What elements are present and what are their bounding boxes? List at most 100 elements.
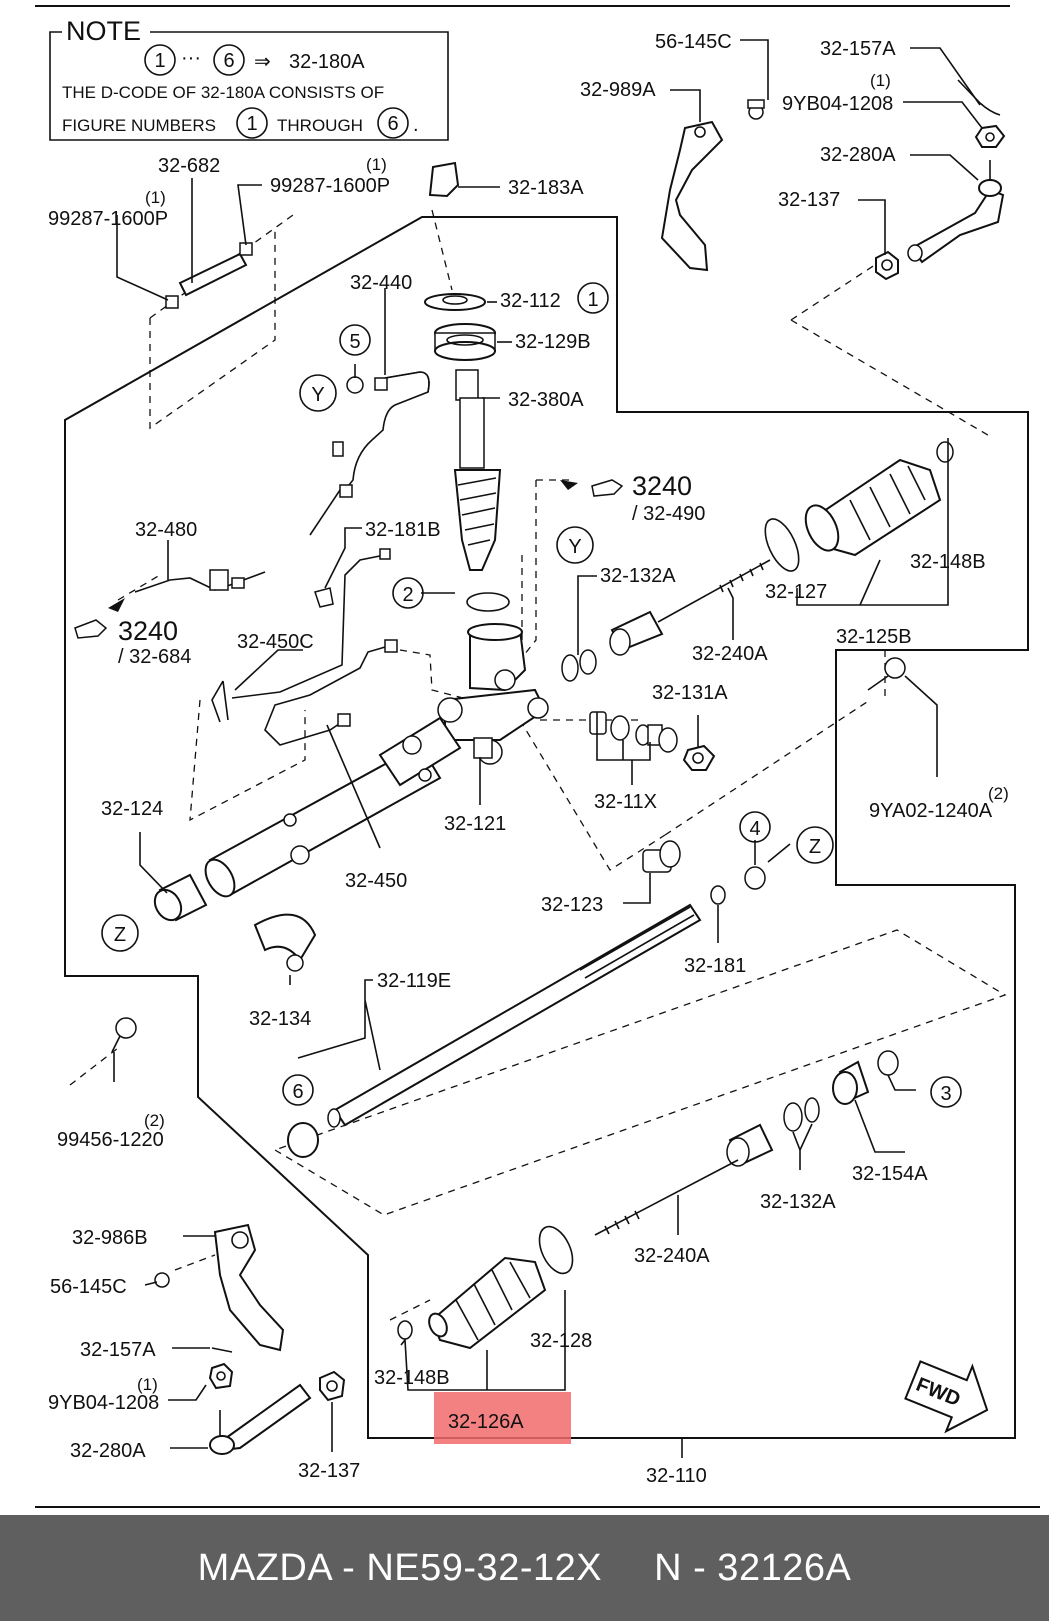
label-32-440: 32-440 bbox=[350, 272, 412, 294]
circle-2-label: 2 bbox=[402, 584, 413, 606]
bracket-32-986B bbox=[154, 1223, 285, 1352]
label-32-682: 32-682 bbox=[158, 155, 220, 177]
tube-32-682 bbox=[165, 242, 253, 309]
circle-y-right-label: Y bbox=[568, 536, 581, 558]
circled-refs: 1 5 Y Y 2 4 Z Z 6 3 bbox=[101, 282, 962, 1108]
ref-hand-right bbox=[560, 479, 624, 497]
label-32-154A: 32-154A bbox=[852, 1163, 928, 1185]
nut-32-137-bottom bbox=[319, 1370, 346, 1402]
label-32-148B-top: 32-148B bbox=[910, 551, 986, 573]
gear-housing bbox=[437, 623, 549, 765]
label-32-148B-bottom: 32-148B bbox=[374, 1367, 450, 1389]
pipe-32-480 bbox=[134, 569, 266, 593]
nut-32-154A bbox=[832, 1060, 870, 1105]
label-56-145C-bottom: 56-145C bbox=[50, 1276, 127, 1298]
dashed-guides bbox=[69, 209, 1007, 1321]
bearing-32-129B bbox=[434, 323, 496, 361]
bolt-99456 bbox=[111, 1017, 137, 1053]
footer-banner: MAZDA - NE59-32-12X N - 32126A bbox=[0, 1515, 1049, 1621]
washer-32-181 bbox=[710, 885, 726, 905]
mount-32-134 bbox=[253, 913, 317, 972]
footer-part-code: MAZDA - NE59-32-12X bbox=[197, 1546, 603, 1589]
bolt-9YA02 bbox=[867, 657, 906, 691]
label-99287-left: 99287-1600P bbox=[48, 208, 168, 230]
tie-rod-end-bottom bbox=[209, 1383, 312, 1455]
band-32-128 bbox=[538, 1225, 574, 1275]
footer-part-number: N - 32126A bbox=[654, 1546, 852, 1589]
label-99287-right: 99287-1600P bbox=[270, 175, 390, 197]
fwd-arrow: FWD bbox=[904, 1360, 989, 1434]
label-32-181: 32-181 bbox=[684, 955, 746, 977]
nut-9YB04-bottom bbox=[208, 1362, 234, 1390]
label-32-125B: 32-125B bbox=[836, 626, 912, 648]
pipe-32-181B bbox=[231, 548, 391, 699]
label-32-131A: 32-131A bbox=[652, 682, 728, 704]
label-32-132A-bottom: 32-132A bbox=[760, 1191, 836, 1213]
note-circle-b: 6 bbox=[387, 113, 398, 135]
washer-3 bbox=[877, 1050, 899, 1076]
label-32-280A-bottom: 32-280A bbox=[70, 1440, 146, 1462]
circle-6-label: 6 bbox=[292, 1081, 303, 1103]
circle-y-left-label: Y bbox=[311, 384, 324, 406]
note-line-1: THE D-CODE OF 32-180A CONSISTS OF bbox=[62, 83, 384, 102]
highlight-32-126A bbox=[434, 1392, 571, 1444]
rack-32-119E bbox=[327, 903, 702, 1128]
boot-32-125B bbox=[804, 441, 954, 557]
circle-4-label: 4 bbox=[749, 818, 760, 840]
note-line-2a: FIGURE NUMBERS bbox=[62, 116, 216, 135]
circle-1-label: 1 bbox=[587, 289, 598, 311]
label-32-137-top: 32-137 bbox=[778, 189, 840, 211]
washer-4 bbox=[744, 866, 766, 890]
label-32-121: 32-121 bbox=[444, 813, 506, 835]
parts-diagram: NOTE 1 ··· 6 ⇒ 32-180A THE D-CODE OF 32-… bbox=[35, 5, 1040, 1508]
note-title: NOTE bbox=[66, 16, 141, 46]
assembly-boundary bbox=[64, 216, 1029, 1439]
circle-5-label: 5 bbox=[349, 331, 360, 353]
circle-z-left-label: Z bbox=[114, 924, 126, 946]
leader-lines bbox=[113, 39, 983, 1458]
ref-hand-left bbox=[74, 598, 125, 639]
note-circle-end: 6 bbox=[223, 50, 234, 72]
pipe-32-440 bbox=[309, 371, 430, 536]
label-32-181B: 32-181B bbox=[365, 519, 441, 541]
label-32-128: 32-128 bbox=[530, 1330, 592, 1352]
label-32-157A-top: 32-157A bbox=[820, 38, 896, 60]
bushing-32-123 bbox=[642, 840, 681, 873]
ref-3240-left: 3240 bbox=[118, 616, 178, 646]
label-9YB04-top-qty: (1) bbox=[870, 71, 891, 90]
label-32-126A: 32-126A bbox=[448, 1411, 524, 1433]
note-line-2-end: . bbox=[413, 114, 419, 136]
circle-z-right-label: Z bbox=[809, 836, 821, 858]
label-32-137-bottom: 32-137 bbox=[298, 1460, 360, 1482]
label-32-480: 32-480 bbox=[135, 519, 197, 541]
bushing-6 bbox=[287, 1122, 319, 1158]
o-ring-2 bbox=[466, 592, 510, 612]
label-9YB04-bottom-qty: (1) bbox=[137, 1375, 158, 1394]
part-labels: 56-145C 32-157A 32-989A (1) 9YB04-1208 3… bbox=[48, 31, 1009, 1487]
label-32-119E: 32-119E bbox=[377, 970, 451, 992]
note-ellipsis: ··· bbox=[181, 47, 201, 69]
cotter-pin-top bbox=[957, 79, 1001, 116]
seals-32-11X bbox=[589, 711, 678, 753]
label-32-129B: 32-129B bbox=[515, 331, 591, 353]
nut-9YB04-top bbox=[974, 124, 1006, 148]
tie-rod-32-240A-top bbox=[609, 559, 771, 656]
label-32-132A-top: 32-132A bbox=[600, 565, 676, 587]
label-56-145C-top: 56-145C bbox=[655, 31, 732, 53]
circle-3-label: 3 bbox=[940, 1083, 951, 1105]
seal-32-132A-bottom bbox=[783, 1097, 820, 1132]
label-32-11X: 32-11X bbox=[594, 791, 657, 813]
housing-tube bbox=[204, 716, 493, 898]
label-32-450C: 32-450C bbox=[237, 631, 314, 653]
label-32-989A: 32-989A bbox=[580, 79, 656, 101]
seal-32-132A-top bbox=[561, 649, 597, 682]
label-9YA02-qty: (2) bbox=[988, 784, 1009, 803]
label-32-380A: 32-380A bbox=[508, 389, 584, 411]
tie-rod-32-240A-bottom bbox=[594, 1123, 774, 1236]
label-32-157A-bottom: 32-157A bbox=[80, 1339, 156, 1361]
note-line-2b: THROUGH bbox=[277, 116, 363, 135]
nut-32-131A bbox=[682, 744, 716, 771]
label-32-450: 32-450 bbox=[345, 870, 407, 892]
ref-3240-right: 3240 bbox=[632, 471, 692, 501]
note-box: NOTE 1 ··· 6 ⇒ 32-180A THE D-CODE OF 32-… bbox=[49, 16, 449, 141]
